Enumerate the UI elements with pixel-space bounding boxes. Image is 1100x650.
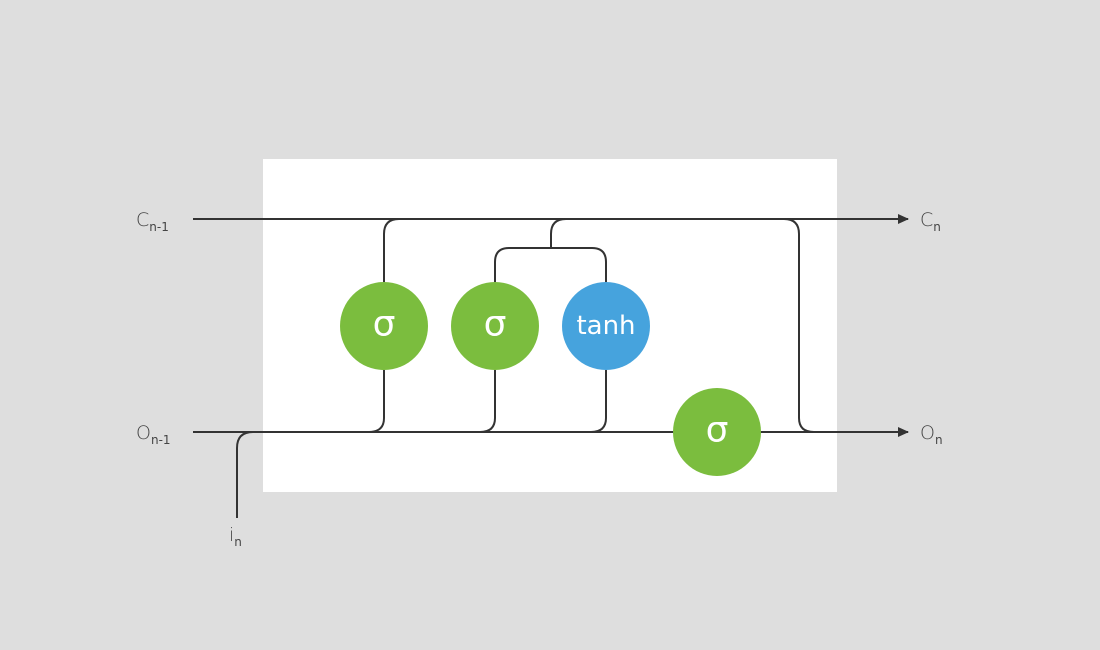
- output-in-label-main: O: [136, 422, 151, 444]
- forget-gate: σ: [340, 282, 428, 370]
- output-gate-circle: [673, 388, 761, 476]
- candidate-gate: tanh: [562, 282, 650, 370]
- output-gate-label: σ: [706, 410, 729, 451]
- input-gate-label: σ: [484, 304, 507, 345]
- cell-in-label-main: C: [136, 209, 149, 231]
- cell-in-label: Cn-1: [136, 209, 169, 234]
- cell-in-label-sub: n-1: [149, 220, 169, 234]
- input-label: in: [229, 524, 242, 549]
- cell-to-output-wire: [783, 218, 815, 433]
- cell-out-label-main: C: [920, 209, 933, 231]
- merge-to-cell-wire: [550, 218, 567, 248]
- candidate-gate-label: tanh: [576, 311, 635, 341]
- candidate-gate-wire-bottom: [590, 370, 607, 433]
- forget-gate-circle: [340, 282, 428, 370]
- input-gate: σ: [451, 282, 539, 370]
- output-out-label-main: O: [920, 422, 935, 444]
- output-out-label-sub: n: [935, 433, 943, 447]
- forget-gate-wire-top: [383, 218, 400, 282]
- candidate-gate-circle: [562, 282, 650, 370]
- input-gate-wire-bottom: [479, 370, 496, 433]
- input-label-sub: n: [234, 535, 242, 549]
- cell-out-label: Cn: [920, 209, 941, 234]
- output-out-label: On: [920, 422, 943, 447]
- output-in-label: On-1: [136, 422, 171, 447]
- input-wire: [236, 431, 254, 518]
- forget-gate-wire-bottom: [368, 370, 385, 433]
- output-in-label-sub: n-1: [151, 433, 171, 447]
- cell-out-label-sub: n: [933, 220, 941, 234]
- input-gate-circle: [451, 282, 539, 370]
- output-gate: σ: [673, 388, 761, 476]
- forget-gate-label: σ: [373, 304, 396, 345]
- input-label-main: i: [229, 524, 234, 546]
